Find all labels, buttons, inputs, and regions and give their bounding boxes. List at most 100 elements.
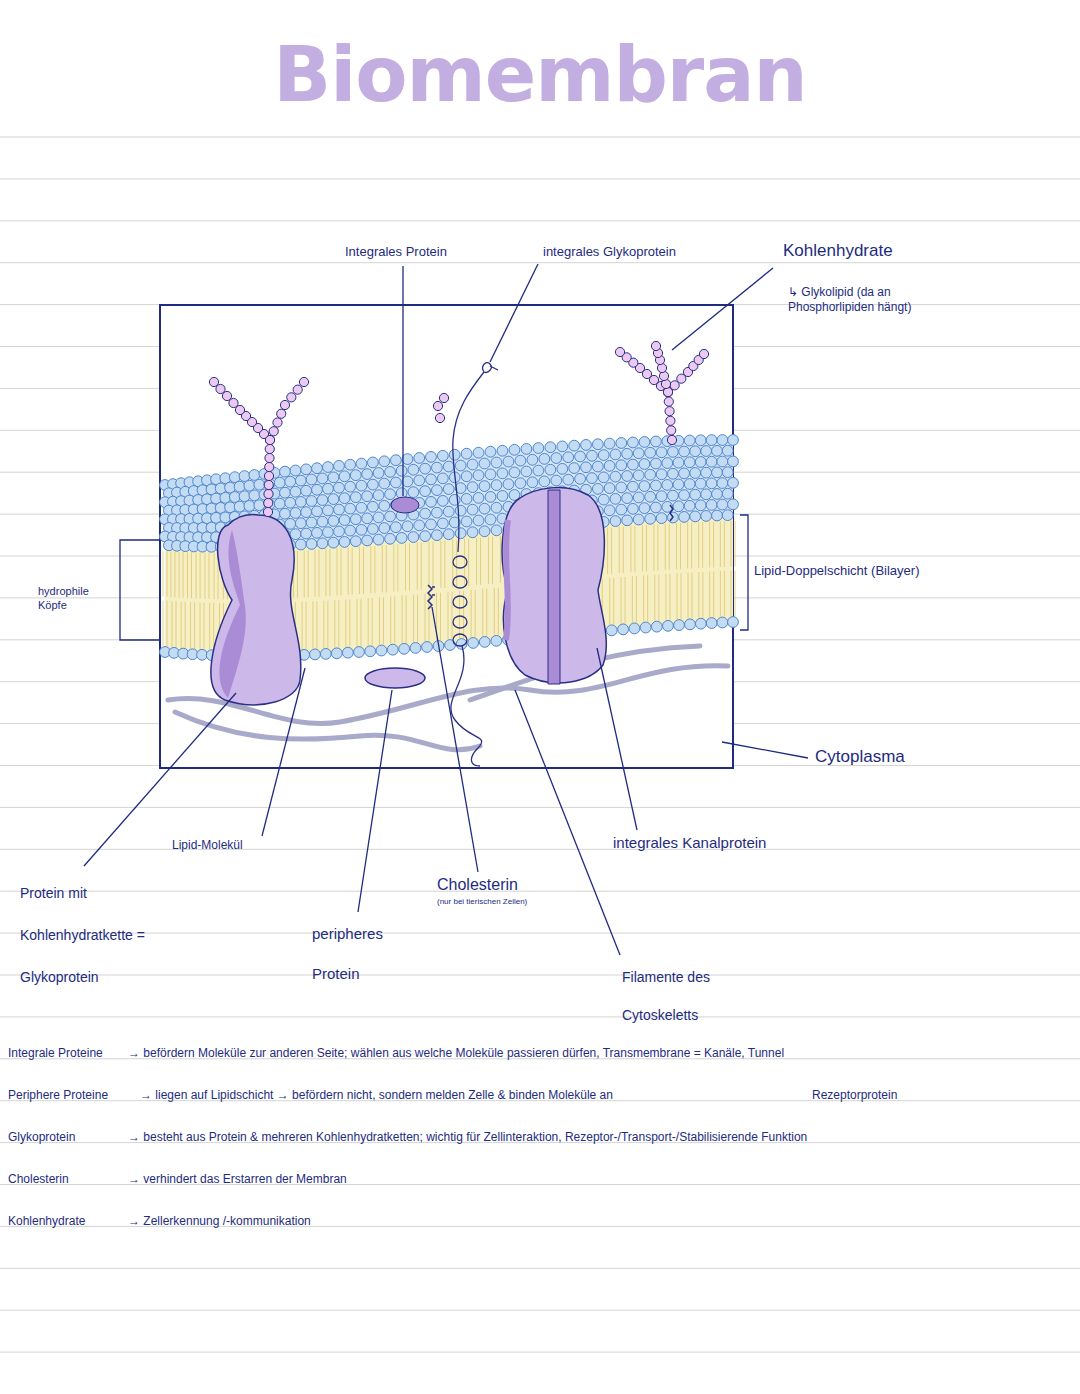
lipid-head bbox=[310, 649, 321, 660]
lipid-head bbox=[610, 516, 621, 527]
lipid-tail bbox=[459, 591, 460, 638]
lipid-head bbox=[650, 480, 661, 491]
lipid-tail bbox=[691, 572, 692, 618]
lipid-tail bbox=[709, 522, 710, 568]
lipid-head bbox=[432, 462, 443, 473]
sugar-bead bbox=[699, 349, 708, 358]
page-title: Biomembran bbox=[0, 30, 1080, 119]
lipid-tail bbox=[394, 596, 395, 643]
lipid-tail bbox=[297, 551, 298, 598]
lipid-tail bbox=[471, 590, 472, 637]
lipid-head bbox=[437, 518, 448, 529]
lipid-head bbox=[280, 508, 291, 519]
lipid-head bbox=[301, 464, 312, 475]
lipid-tail bbox=[336, 548, 337, 595]
lipid-head bbox=[408, 487, 419, 498]
lipid-head bbox=[545, 464, 556, 475]
paper-rule bbox=[0, 220, 1080, 221]
helix-loop bbox=[453, 634, 467, 646]
lipid-tail bbox=[713, 571, 714, 617]
lipid-head bbox=[679, 446, 690, 457]
part-label: hydrophile Köpfe bbox=[38, 585, 116, 613]
paper-rule bbox=[0, 1016, 1080, 1017]
lipid-tail bbox=[167, 601, 168, 647]
lipid-head bbox=[722, 488, 733, 499]
integral-protein bbox=[391, 497, 419, 513]
lipid-tail bbox=[405, 543, 406, 590]
lipid-head bbox=[432, 507, 443, 518]
lipid-tail bbox=[406, 596, 407, 643]
lipid-head bbox=[339, 515, 350, 526]
lipid-head bbox=[491, 635, 502, 646]
chain bbox=[453, 372, 484, 552]
sugar-bead bbox=[439, 393, 448, 402]
lipid-head bbox=[437, 495, 448, 506]
part-label: Integrales Protein bbox=[345, 244, 505, 260]
lipid-head bbox=[509, 444, 520, 455]
lipid-head bbox=[328, 515, 339, 526]
lipid-tail bbox=[208, 553, 209, 599]
lipid-head bbox=[645, 447, 656, 458]
channel-pore bbox=[548, 490, 560, 684]
lipid-tail bbox=[191, 552, 192, 598]
lipid-head bbox=[239, 491, 250, 502]
lipid-head bbox=[331, 648, 342, 659]
leader-line bbox=[515, 690, 620, 955]
lipid-head bbox=[690, 446, 701, 457]
lipid-head bbox=[437, 473, 448, 484]
lipid-head bbox=[656, 513, 667, 524]
lipid-tail bbox=[702, 522, 703, 568]
lipid-head bbox=[449, 449, 460, 460]
lipid-head bbox=[685, 619, 696, 630]
lipid-head bbox=[461, 516, 472, 527]
lipid-tail bbox=[698, 572, 699, 618]
sugar-bead bbox=[667, 426, 676, 435]
lipid-head bbox=[455, 505, 466, 516]
lipid-head bbox=[339, 471, 350, 482]
lipid-head bbox=[379, 478, 390, 489]
lipid-tail bbox=[383, 597, 384, 644]
lipid-head bbox=[420, 531, 431, 542]
lipid-head bbox=[328, 537, 339, 548]
lipid-head bbox=[396, 533, 407, 544]
lipid-head bbox=[706, 500, 717, 511]
paper-rule bbox=[0, 137, 1080, 138]
lipid-head bbox=[645, 513, 656, 524]
lipid-head bbox=[628, 481, 639, 492]
lipid-head bbox=[280, 487, 291, 498]
lipid-head bbox=[575, 473, 586, 484]
lipid-head bbox=[633, 448, 644, 459]
lipid-head bbox=[667, 446, 678, 457]
paper-rule bbox=[0, 807, 1080, 808]
lipid-head bbox=[317, 473, 328, 484]
lipid-tail bbox=[382, 545, 383, 592]
lipid-tail bbox=[183, 552, 184, 598]
lipid-head bbox=[695, 500, 706, 511]
lipid-head bbox=[467, 504, 478, 515]
part-label: Lipid-Doppelschicht (Bilayer) bbox=[754, 563, 994, 579]
lipid-head bbox=[679, 490, 690, 501]
sugar-bead bbox=[265, 462, 274, 471]
note-text: Periphere Proteine bbox=[8, 1088, 138, 1103]
part-label: Kohlenhydrate bbox=[783, 240, 943, 261]
lipid-head bbox=[473, 492, 484, 503]
lipid-head bbox=[312, 506, 323, 517]
paper-rule bbox=[0, 1310, 1080, 1311]
lipid-head bbox=[301, 507, 312, 518]
lipid-head bbox=[706, 478, 717, 489]
lipid-head bbox=[598, 494, 609, 505]
lipid-tail bbox=[390, 596, 391, 643]
lipid-tail bbox=[611, 527, 612, 573]
lipid-head bbox=[414, 520, 425, 531]
lipid-tail bbox=[204, 553, 205, 599]
lipid-head bbox=[317, 495, 328, 506]
lipid-head bbox=[684, 457, 695, 468]
lipid-tail bbox=[724, 571, 725, 617]
lipid-head bbox=[239, 471, 250, 482]
lipid-head bbox=[390, 477, 401, 488]
lipid-tail bbox=[630, 526, 631, 572]
lipid-tail bbox=[625, 577, 626, 623]
lipid-tail bbox=[647, 575, 648, 621]
lipid-head bbox=[604, 460, 615, 471]
lipid-head bbox=[455, 528, 466, 539]
